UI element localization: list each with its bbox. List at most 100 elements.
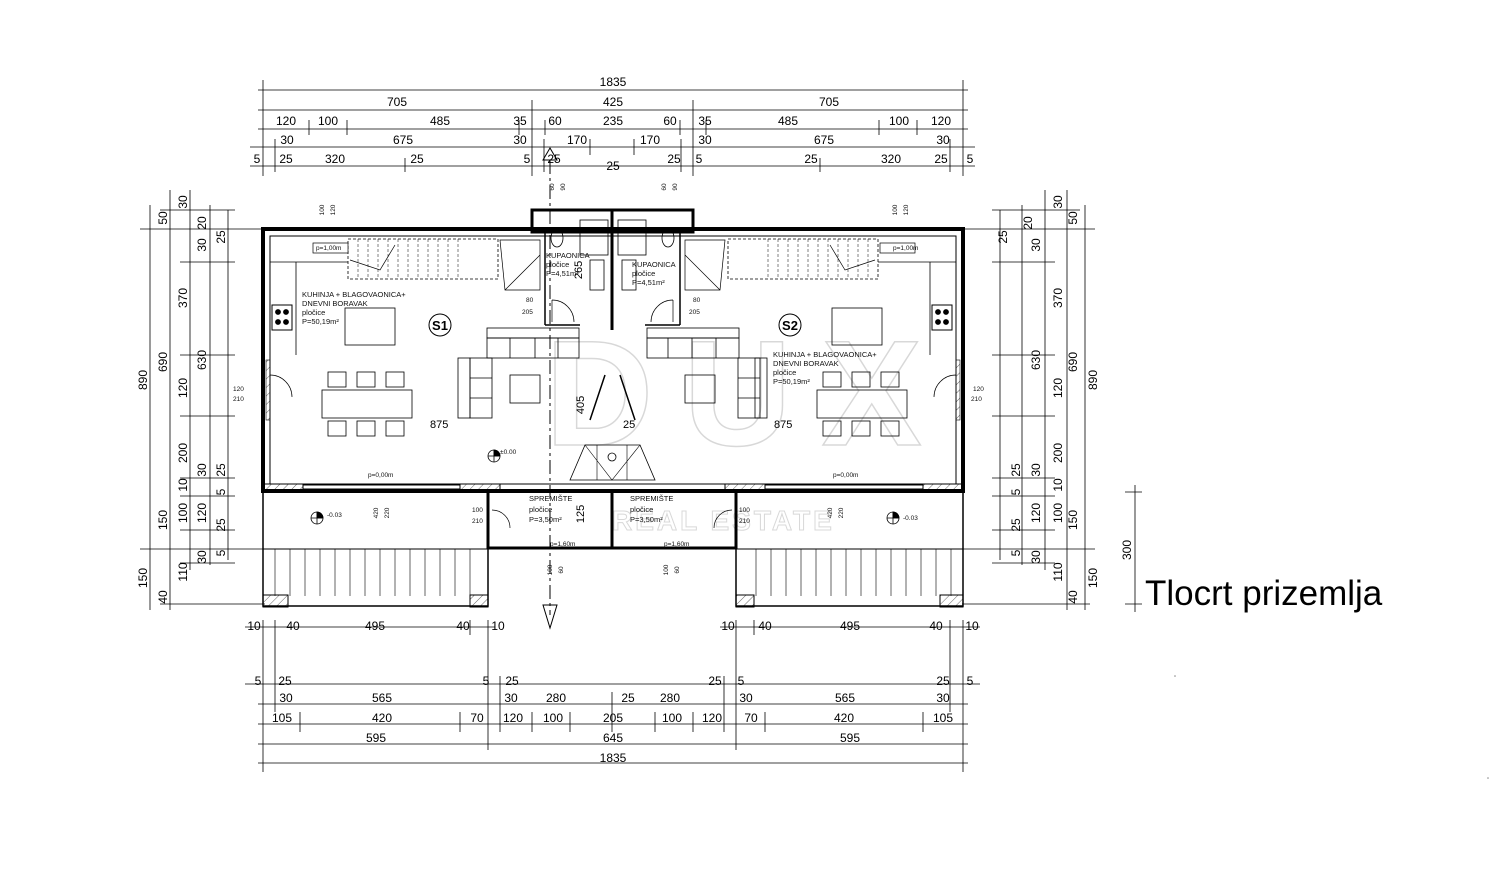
watermark-brand: DUX (545, 309, 952, 477)
dim: 50 (1066, 211, 1080, 225)
parapet-top-left: p=1,00m (316, 245, 341, 252)
parapet-store-right: p=1,60m (664, 541, 689, 548)
level-terrace-right: -0.03 (903, 515, 918, 522)
dim: 235 (603, 114, 623, 128)
dim: 485 (430, 114, 450, 128)
dim: 105 (933, 711, 953, 725)
dim: 20 (1021, 216, 1035, 230)
dim: 5 (214, 488, 228, 495)
dim: 70 (744, 711, 758, 725)
dim-top-total: 1835 (600, 75, 627, 89)
dim: 150 (156, 510, 170, 530)
dim: 320 (325, 152, 345, 166)
dim: 20 (195, 216, 209, 230)
level-inside: ±0.00 (500, 449, 517, 456)
dim-winbot-h-right: 60 (674, 566, 681, 574)
unit-marker-s1: S1 (432, 318, 448, 333)
s1-kitchen-area: P=50,19m² (302, 317, 339, 326)
dim: 690 (1066, 352, 1080, 372)
dim: 35 (513, 114, 527, 128)
dim-wintop-h-right: 120 (903, 204, 910, 215)
dim-terr-h-left: 220 (384, 507, 391, 518)
dim-winbot-w-left: 100 (547, 564, 554, 575)
dim: 630 (195, 350, 209, 370)
dim: 100 (318, 114, 338, 128)
s2-bath-name: KUPAONICA (632, 260, 676, 269)
dim: 110 (1051, 562, 1065, 581)
dim: 70 (470, 711, 484, 725)
dim: 100 (889, 114, 909, 128)
dim: 370 (1051, 288, 1065, 308)
dim: 5 (483, 674, 490, 688)
dim-win-w-right: 120 (973, 386, 984, 393)
dim: 25 (1009, 518, 1023, 532)
dim: 40 (1066, 590, 1080, 604)
parapet-store-left: p=1,60m (550, 541, 575, 548)
dim: 30 (279, 691, 293, 705)
dim: 25 (410, 152, 424, 166)
dim: 60 (548, 114, 562, 128)
dim: 5 (696, 152, 703, 166)
dim: 5 (254, 152, 261, 166)
dim-corridor: 265 (573, 261, 585, 279)
dim: 10 (247, 619, 261, 633)
dim: 150 (136, 568, 150, 588)
dim: 120 (702, 711, 722, 725)
dim: 890 (1086, 370, 1100, 390)
dim: 890 (136, 370, 150, 390)
parapet-top-right: p=1,00m (893, 245, 918, 252)
dim-door-h-left: 205 (522, 309, 533, 316)
s2-kitchen-line2: DNEVNI BORAVAK (773, 359, 839, 368)
dim: 25 (214, 518, 228, 532)
dim-winbot-w-right: 100 (663, 564, 670, 575)
s1-bath-area: P=4,51m² (546, 269, 579, 278)
level-terrace-left: -0.03 (327, 512, 342, 519)
dim: 280 (660, 691, 680, 705)
dim: 25 (996, 230, 1010, 244)
dim: 30 (1029, 238, 1043, 252)
dim: 25 (505, 674, 519, 688)
dim: 645 (603, 731, 623, 745)
s1-kitchen-line1: KUHINJA + BLAGOVAONICA+ (302, 290, 406, 299)
dim: 5 (738, 674, 745, 688)
dim: 5 (967, 152, 974, 166)
dim: 25 (278, 674, 292, 688)
dim: 120 (195, 503, 209, 523)
s1-storage-area: P=3,50m² (529, 515, 562, 524)
dim: 120 (931, 114, 951, 128)
dim: 200 (176, 443, 190, 463)
bottom-dimension-texts: 10 40 495 40 10 10 40 495 40 10 5 25 5 2… (247, 619, 979, 765)
dim: 50 (156, 211, 170, 225)
dim-vent-w-left: 60 (549, 183, 556, 191)
dim: 5 (255, 674, 262, 688)
dim: 10 (965, 619, 979, 633)
dim-store-door-w-left: 100 (472, 507, 483, 514)
dim: 30 (936, 691, 950, 705)
right-dimension-chains (962, 190, 1142, 612)
dim: 25 (804, 152, 818, 166)
s2-kitchen-area: P=50,19m² (773, 377, 810, 386)
dim: 170 (640, 133, 660, 147)
dim-bottom-total: 1835 (600, 751, 627, 765)
dim: 5 (1009, 488, 1023, 495)
dim: 40 (929, 619, 943, 633)
unit-marker-s2: S2 (782, 318, 798, 333)
s1-storage-name: SPREMIŠTE (529, 494, 572, 503)
dim: 690 (156, 352, 170, 372)
dim: 100 (543, 711, 563, 725)
dim: 30 (513, 133, 527, 147)
top-dimension-chains (250, 80, 975, 176)
s2-kitchen-floor: pločice (773, 368, 796, 377)
dim: 25 (547, 152, 561, 166)
dim: 25 (214, 463, 228, 477)
dim-wintop-w-right: 100 (892, 204, 899, 215)
dim-terr-h-right: 220 (838, 507, 845, 518)
parapet-right: p=0,00m (833, 472, 858, 479)
dim: 170 (567, 133, 587, 147)
dim: 120 (1029, 503, 1043, 523)
dim: 5 (214, 549, 228, 556)
dim: 485 (778, 114, 798, 128)
dim-terr-w-right: 420 (827, 507, 834, 518)
stray-marks (1174, 675, 1489, 779)
